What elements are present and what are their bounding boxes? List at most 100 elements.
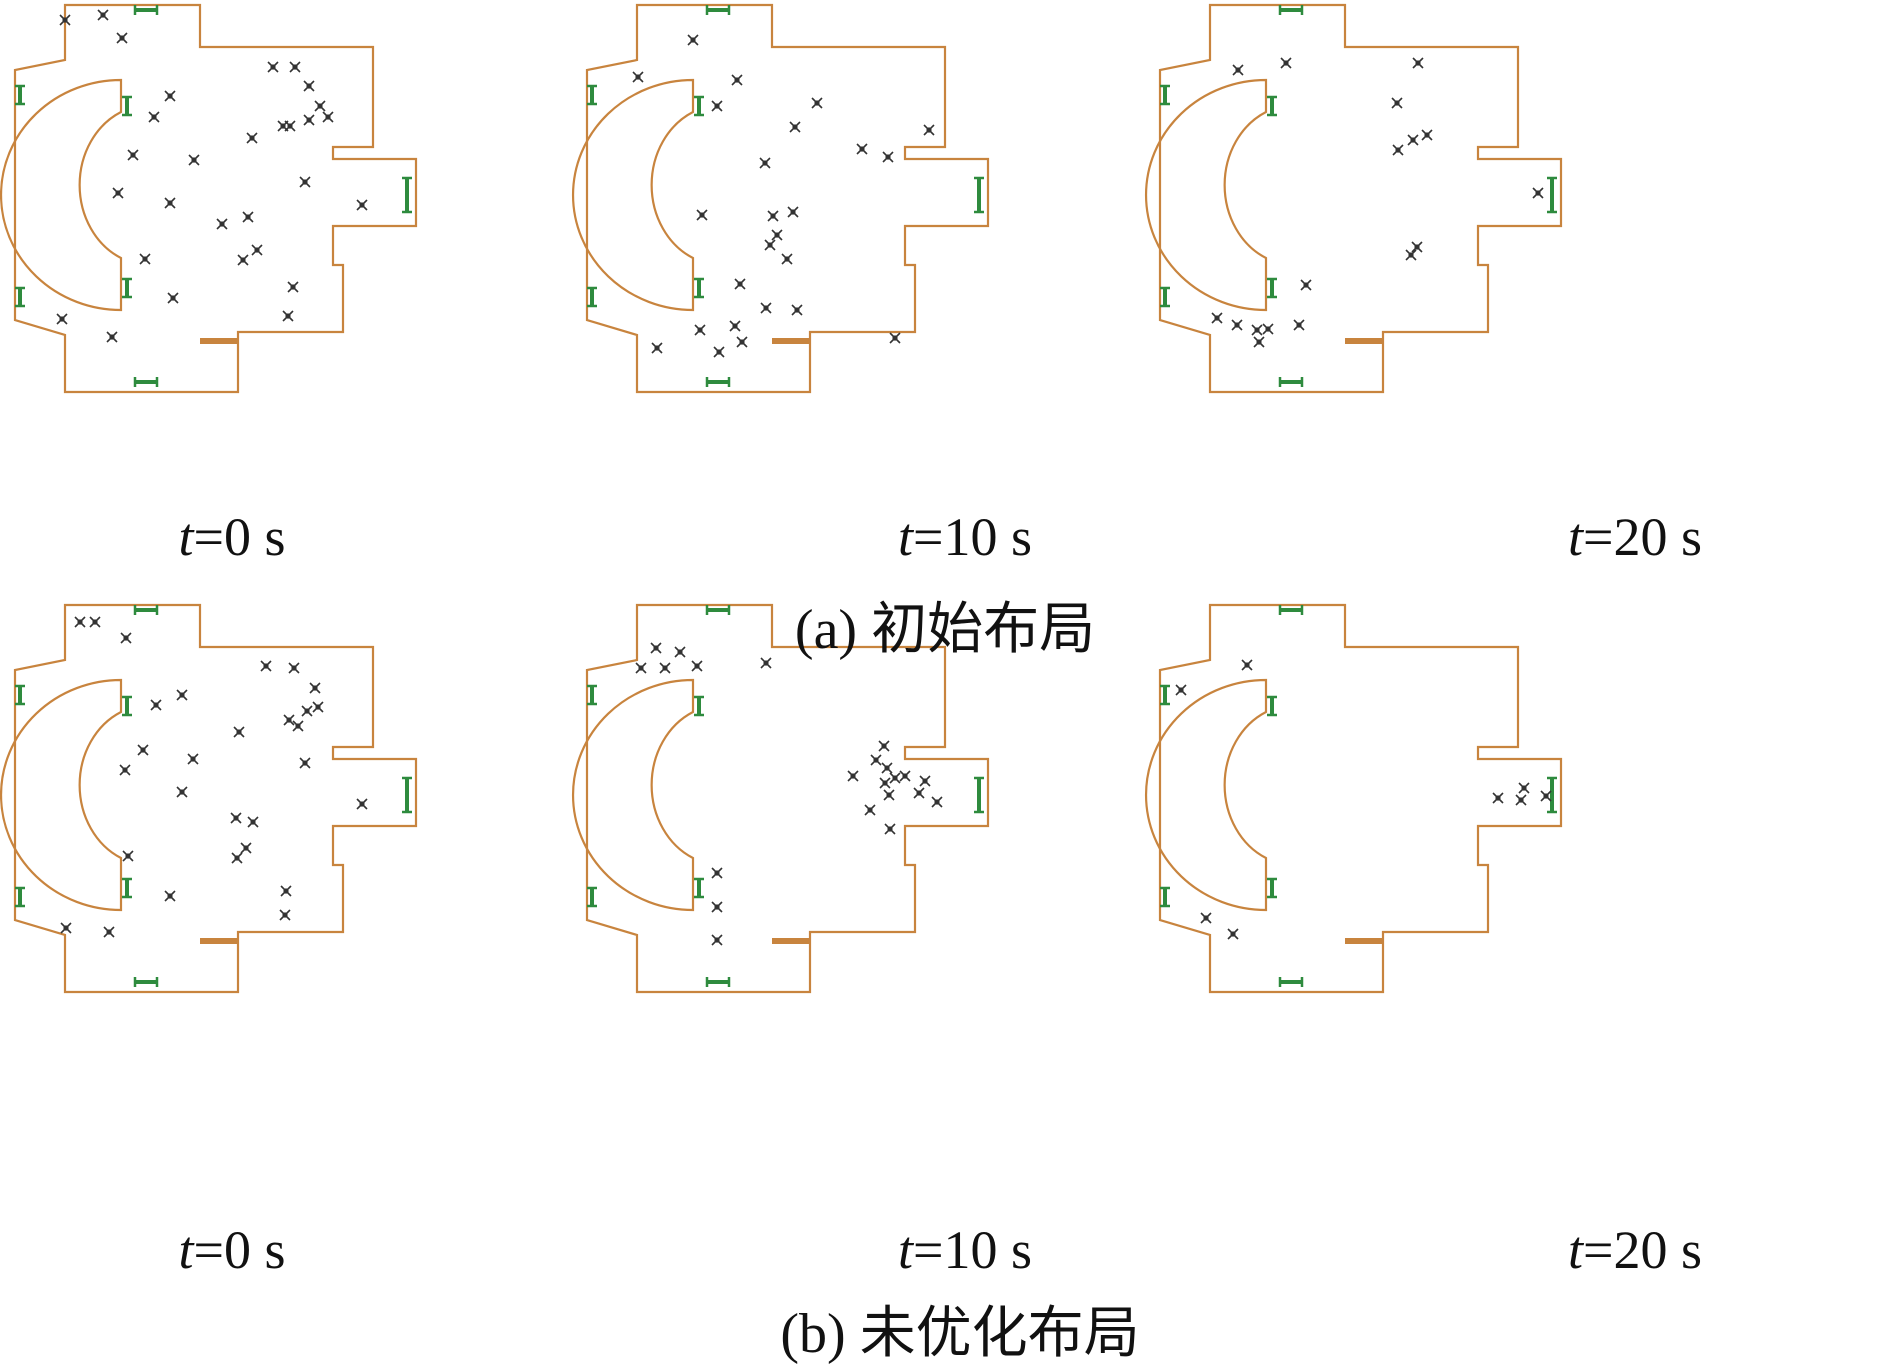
pedestrian-marker [879,777,891,789]
pedestrian-marker [1232,64,1244,76]
exit-marker [705,377,731,387]
pedestrian-marker [312,701,324,713]
building-wall [1158,3,1563,394]
pedestrian-marker [230,812,242,824]
exit-marker [122,695,132,717]
exit-marker [402,176,412,214]
exit-marker [705,5,731,15]
time-label: t=20 s [1568,507,1702,567]
pedestrian-marker [691,660,703,672]
pedestrian-marker [74,616,86,628]
pedestrian-marker [651,342,663,354]
pedestrian-marker [736,336,748,348]
pedestrian-marker [282,310,294,322]
pedestrian-marker [116,32,128,44]
exit-marker [1547,176,1557,214]
exit-marker [15,684,25,706]
pedestrian-marker [287,281,299,293]
pedestrian-marker [164,197,176,209]
building-wall [13,3,418,394]
exit-marker [402,776,412,814]
exit-marker [1278,605,1304,615]
pedestrian-marker [299,757,311,769]
pedestrian-marker [237,254,249,266]
pedestrian-marker [309,682,321,694]
pedestrian-marker [164,90,176,102]
exit-marker [15,886,25,908]
exit-marker [133,605,159,615]
wall-segment [200,938,238,944]
floor-plan-panel [571,603,990,994]
pedestrian-marker [127,149,139,161]
exit-marker [122,877,132,899]
building-wall [585,603,990,994]
floor-plan-panel [0,3,418,394]
pedestrian-marker [119,764,131,776]
exit-marker [15,84,25,106]
pedestrian-marker [632,71,644,83]
pedestrian-marker [120,632,132,644]
time-label: t=0 s [179,1220,286,1280]
exit-marker [587,286,597,308]
exit-marker [694,877,704,899]
time-label: t=10 s [898,507,1032,567]
floor-plan-panel [1144,603,1563,994]
exit-marker [1160,886,1170,908]
pedestrian-marker [1515,794,1527,806]
pedestrian-marker [314,100,326,112]
pedestrian-marker [650,642,662,654]
pedestrian-marker [760,657,772,669]
pedestrian-marker [240,842,252,854]
pedestrian-marker [299,176,311,188]
pedestrian-marker [251,244,263,256]
pedestrian-marker [1262,323,1274,335]
pedestrian-marker [122,850,134,862]
pedestrian-marker [729,320,741,332]
exit-marker [1547,776,1557,814]
exit-marker [1278,377,1304,387]
pedestrian-marker [1412,57,1424,69]
building-wall [13,603,418,994]
pedestrian-marker [731,74,743,86]
exit-marker [1278,977,1304,987]
pedestrian-marker [1492,792,1504,804]
pedestrian-marker [322,111,334,123]
exit-marker [1267,277,1277,299]
wall-segment [772,338,810,344]
pedestrian-marker [847,770,859,782]
pedestrian-marker [771,229,783,241]
pedestrian-marker [694,324,706,336]
pedestrian-marker [1227,928,1239,940]
pedestrian-marker [713,346,725,358]
pedestrian-marker [187,753,199,765]
pedestrian-marker [878,740,890,752]
pedestrian-marker [103,926,115,938]
pedestrian-marker [60,922,72,934]
exit-marker [122,95,132,117]
pedestrian-marker [919,775,931,787]
pedestrian-marker [150,699,162,711]
exit-marker [133,977,159,987]
curved-stand [0,678,123,912]
pedestrian-marker [301,705,313,717]
pedestrian-marker [283,714,295,726]
pedestrian-marker [881,762,893,774]
row-title-a: (a) 初始布局 [795,599,1095,661]
pedestrian-marker [1405,249,1417,261]
pedestrian-marker [864,804,876,816]
pedestrian-marker [188,154,200,166]
pedestrian-marker [1241,659,1253,671]
wall-segment [772,938,810,944]
pedestrian-marker [1211,312,1223,324]
pedestrian-marker [176,689,188,701]
pedestrian-marker [1391,97,1403,109]
pedestrian-marker [760,302,772,314]
floor-plan-panel [1144,3,1563,394]
exit-marker [1267,695,1277,717]
exit-marker [974,776,984,814]
pedestrian-marker [923,124,935,136]
pedestrian-marker [242,211,254,223]
pedestrian-marker [260,660,272,672]
pedestrian-marker [781,253,793,265]
